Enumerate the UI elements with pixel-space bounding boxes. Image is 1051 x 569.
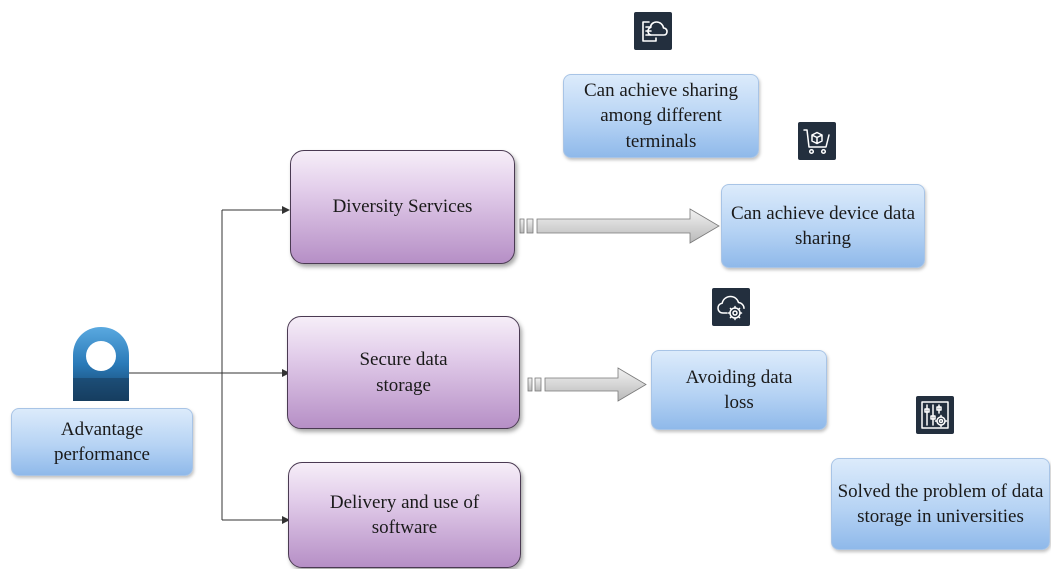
- cloud-document-icon: [634, 12, 672, 50]
- branch-label: Diversity Services: [332, 196, 473, 218]
- branch-label: Secure data storage: [359, 349, 448, 396]
- cart-cubes-icon: [798, 122, 836, 160]
- outcome-label: Can achieve device data sharing: [730, 202, 916, 249]
- outcome-solved-storage-problem: Solved the problem of data storage in un…: [831, 458, 1050, 550]
- outcome-label: Avoiding data loss: [685, 366, 793, 413]
- outcome-device-data-sharing: Can achieve device data sharing: [721, 184, 925, 268]
- branch-secure-data-storage: Secure data storage: [287, 316, 520, 429]
- connector-arrowhead: [282, 206, 290, 214]
- outcome-label: Solved the problem of data storage in un…: [837, 480, 1044, 527]
- cloud-gear-icon: [712, 288, 750, 326]
- user-icon: [73, 327, 129, 401]
- root-label: Advantage performance: [54, 418, 150, 465]
- block-arrow-diversity-to-device-sharing: [519, 208, 720, 244]
- outcome-sharing-among-terminals: Can achieve sharing among different term…: [563, 74, 759, 158]
- block-arrow-storage-to-avoid-loss: [527, 367, 647, 402]
- branch-diversity-services: Diversity Services: [290, 150, 515, 264]
- outcome-label: Can achieve sharing among different term…: [583, 80, 739, 152]
- outcome-avoiding-data-loss: Avoiding data loss: [651, 350, 827, 430]
- connector-arrowhead: [282, 369, 290, 377]
- connector-arrowhead: [282, 516, 290, 524]
- sliders-gear-icon: [916, 396, 954, 434]
- root-node: Advantage performance: [11, 408, 193, 476]
- branch-label: Delivery and use of software: [329, 491, 480, 538]
- root-connector-line: [128, 209, 286, 521]
- branch-delivery-and-use-of-software: Delivery and use of software: [288, 462, 521, 568]
